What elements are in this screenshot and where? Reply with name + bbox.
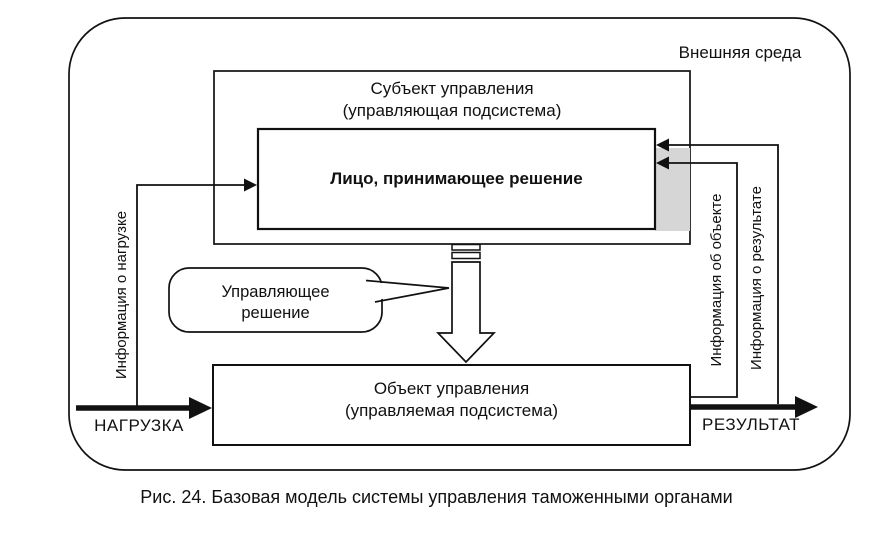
decision-maker-label: Лицо, принимающее решение (330, 169, 583, 188)
input-arrowhead-icon (189, 397, 212, 419)
info-load-label: Информация о нагрузке (113, 210, 130, 380)
object-box-title-line1: Объект управления (373, 379, 530, 398)
environment-label: Внешняя среда (678, 43, 802, 62)
subject-box-title: Субъект управления (управляющая подсисте… (214, 78, 690, 122)
input-flow-label: НАГРУЗКА (94, 416, 184, 435)
info-object-line (664, 162, 738, 398)
object-box-title: Объект управления (управляемая подсистем… (213, 378, 690, 422)
info-load-arrowhead-icon (244, 178, 257, 192)
subject-box-title-line2: (управляющая подсистема) (342, 101, 562, 121)
bubble-tail-outline (365, 279, 450, 303)
bubble-label-line2: решение (241, 303, 310, 322)
bubble-label-line1: Управляющее (221, 283, 330, 301)
info-result-label: Информация о результате (748, 186, 765, 370)
info-object-label: Информация об объекте (708, 193, 725, 367)
figure-caption: Рис. 24. Базовая модель системы управлен… (140, 487, 733, 507)
output-arrowhead-icon (795, 396, 818, 418)
block-arrow-down-icon (435, 261, 497, 364)
block-arrow-band-1 (451, 243, 481, 251)
block-arrow-band-2 (451, 251, 481, 260)
info-object-arrowhead-icon (656, 156, 669, 170)
bubble-label: Управляющее решение (171, 282, 380, 323)
shade-strip (655, 148, 690, 231)
subject-box-title-line1: Субъект управления (370, 79, 534, 98)
info-result-line (664, 144, 779, 404)
output-flow-label: РЕЗУЛЬТАТ (702, 415, 800, 434)
info-load-line (136, 184, 248, 406)
decision-maker-box-border (256, 127, 657, 231)
object-box-title-line2: (управляемая подсистема) (344, 401, 559, 421)
info-result-arrowhead-icon (656, 138, 669, 152)
